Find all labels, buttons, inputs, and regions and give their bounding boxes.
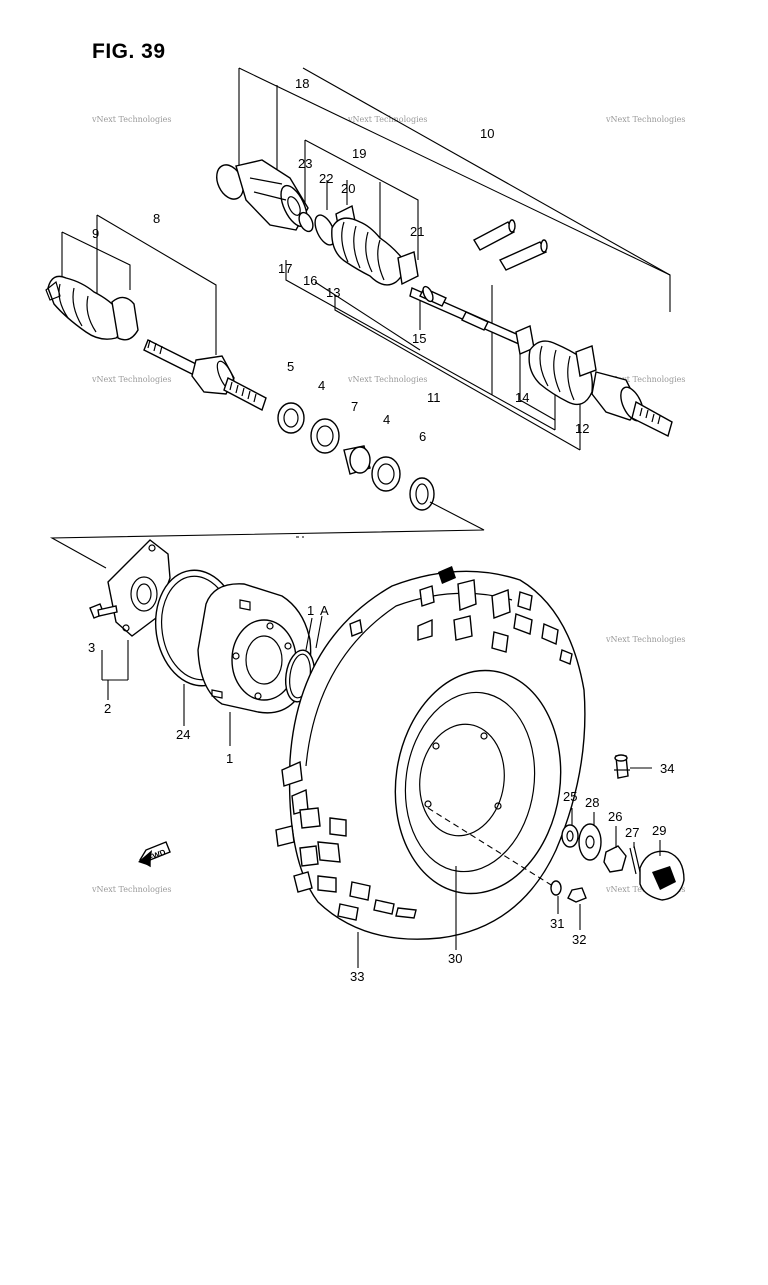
watermark: vNext Technologies — [605, 115, 685, 124]
bearing — [310, 418, 340, 454]
callout-number: 12 — [575, 421, 589, 436]
oil-seal — [409, 477, 435, 511]
callout-number: 7 — [351, 399, 358, 414]
watermark: vNext Technologies — [91, 115, 171, 124]
callout-number: 34 — [660, 761, 674, 776]
callout-number: 18 — [295, 76, 309, 91]
callout-number: 4 — [318, 378, 325, 393]
washer — [550, 880, 562, 896]
callout-number: 24 — [176, 727, 190, 742]
stud-axis — [427, 807, 557, 889]
outer-cv-joint-right — [591, 371, 673, 438]
leader-line — [61, 231, 131, 290]
leader-line — [314, 281, 421, 351]
cotter-pin — [629, 845, 641, 875]
watermark: vNext Technologies — [347, 115, 427, 124]
callout-number: 17 — [278, 261, 292, 276]
wheel-assembly — [89, 539, 685, 968]
watermark: vNext Technologies — [347, 375, 427, 384]
callout-number: 5 — [287, 359, 294, 374]
callout-number: 13 — [326, 285, 340, 300]
bearing-set — [277, 402, 435, 511]
drive-shaft-assembly — [45, 67, 673, 511]
boot-band — [397, 251, 419, 286]
oil-seal — [277, 402, 305, 434]
callout-number: 10 — [480, 126, 494, 141]
callout-number: 1 — [307, 603, 314, 618]
callout-number: 21 — [410, 224, 424, 239]
callout-layer: 18 19 10 23 22 20 21 8 9 17 16 13 15 5 4… — [88, 76, 674, 984]
callout-number: 4 — [383, 412, 390, 427]
callout-number: 6 — [419, 429, 426, 444]
circlip — [298, 211, 314, 233]
inner-cv-joint — [45, 275, 267, 412]
callout-number: 1 — [226, 751, 233, 766]
watermark: vNext Technologies — [605, 375, 685, 384]
callout-number: 33 — [350, 969, 364, 984]
bolt — [89, 603, 118, 619]
wheel-hub — [197, 583, 312, 714]
dynamic-damper — [473, 219, 548, 271]
callout-number: 25 — [563, 789, 577, 804]
wheel-rim — [394, 669, 562, 895]
washer — [561, 824, 579, 848]
leader-line — [302, 67, 671, 276]
watermark: vNext Technologies — [91, 375, 171, 384]
callout-number: 27 — [625, 825, 639, 840]
callout-number: 26 — [608, 809, 622, 824]
callout-number: 22 — [319, 171, 333, 186]
fwd-arrow-icon: FWD — [138, 841, 171, 868]
washer — [578, 823, 602, 861]
callout-number: 23 — [298, 156, 312, 171]
assembly-connector — [49, 501, 485, 569]
callout-number: 2 — [104, 701, 111, 716]
callout-number: 30 — [448, 951, 462, 966]
boot-band — [575, 345, 597, 377]
callout-number: 15 — [412, 331, 426, 346]
leader-line — [285, 260, 556, 431]
leader-line — [519, 345, 556, 421]
callout-number: 28 — [585, 795, 599, 810]
watermark: vNext Technologies — [605, 635, 685, 644]
tire-valve — [614, 754, 630, 779]
watermark: vNext Technologies — [91, 885, 171, 894]
callout-number: 29 — [652, 823, 666, 838]
callout-number: 3 — [88, 640, 95, 655]
leader-line — [305, 617, 313, 651]
bearing — [371, 456, 401, 492]
drive-shaft — [409, 285, 531, 349]
callout-number: 19 — [352, 146, 366, 161]
callout-number: 11 — [427, 390, 441, 405]
callout-number: A — [320, 603, 329, 618]
callout-number: 9 — [92, 226, 99, 241]
callout-number: 20 — [341, 181, 355, 196]
callout-number: 14 — [515, 390, 529, 405]
castle-nut — [603, 845, 627, 873]
callout-number: 31 — [550, 916, 564, 931]
leader-line — [334, 295, 581, 451]
leader-line — [96, 214, 217, 355]
cv-boot-upper — [331, 217, 405, 286]
figure-title: FIG. 39 — [92, 40, 166, 63]
callout-number: 32 — [572, 932, 586, 947]
leader-line — [315, 615, 323, 649]
callout-number: 8 — [153, 211, 160, 226]
leader-line — [304, 139, 419, 260]
callout-number: 16 — [303, 273, 317, 288]
wheel-nut — [567, 887, 587, 903]
